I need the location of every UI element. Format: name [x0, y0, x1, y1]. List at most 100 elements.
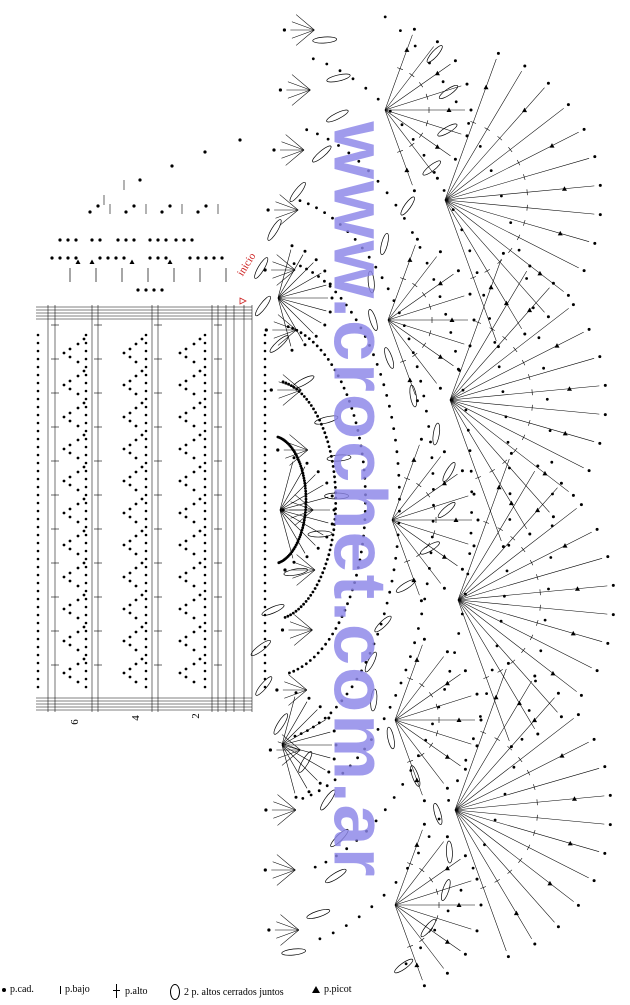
chain-stitch-dot — [178, 639, 182, 643]
chain-stitch-dot — [446, 909, 450, 913]
chain-stitch-dot — [203, 421, 207, 425]
chain-stitch-dot — [122, 351, 126, 355]
chain-stitch-dot — [422, 637, 426, 641]
chain-stitch-dot — [419, 946, 422, 950]
chain-stitch-dot — [84, 581, 88, 585]
cluster-mark — [422, 160, 442, 176]
chain-stitch-dot — [184, 603, 188, 607]
row-number-2: 2 — [189, 713, 202, 719]
chain-stitch-dot — [523, 332, 527, 336]
chain-stitch-dot — [332, 528, 336, 532]
cluster-mark — [386, 726, 395, 750]
chain-stitch-dot — [472, 544, 476, 548]
chain-stitch-dot — [76, 584, 80, 588]
chain-stitch-dot — [374, 819, 378, 823]
stitch-stroke — [526, 769, 531, 776]
chain-stitch-dot — [134, 392, 138, 396]
chain-stitch-dot — [398, 509, 401, 513]
stitch-stroke — [292, 561, 316, 571]
chain-stitch-dot — [84, 605, 88, 609]
chain-stitch-dot — [442, 586, 446, 590]
stitch-stroke — [480, 886, 487, 889]
chain-stitch-dot — [330, 522, 334, 526]
stitch-stroke — [470, 276, 477, 279]
chain-stitch-dot — [36, 501, 40, 505]
chain-stitch-dot — [264, 808, 268, 812]
chain-stitch-dot — [192, 680, 196, 684]
chain-stitch-dot — [501, 390, 505, 393]
picot-mark — [550, 670, 556, 676]
stitch-stroke — [290, 501, 314, 511]
stitch-stroke — [280, 929, 300, 946]
chain-stitch-dot — [140, 529, 144, 533]
chain-stitch-dot — [84, 621, 88, 625]
chain-stitch-dot — [415, 237, 419, 241]
chain-stitch-dot — [331, 465, 335, 468]
chain-stitch-dot — [144, 541, 148, 545]
chain-stitch-dot — [134, 406, 138, 410]
chain-stitch-dot — [348, 399, 351, 403]
chain-stitch-dot — [472, 492, 476, 496]
chain-stitch-dot — [203, 565, 207, 569]
chain-stitch-dot — [435, 176, 439, 180]
chain-stitch-dot — [82, 625, 86, 629]
stitch-stroke — [475, 321, 482, 324]
chain-stitch-dot — [128, 443, 132, 447]
picot-mark — [557, 230, 563, 236]
picot-mark — [407, 377, 413, 383]
chain-stitch-dot — [316, 470, 320, 474]
chain-stitch-dot — [134, 648, 138, 652]
chain-stitch-dot — [144, 288, 148, 292]
chain-stitch-dot — [304, 500, 308, 504]
stitch-stroke — [277, 284, 327, 299]
chain-stitch-dot — [277, 561, 281, 565]
chain-stitch-dot — [302, 476, 306, 480]
stitch-stroke — [523, 174, 526, 180]
chain-stitch-dot — [456, 367, 460, 371]
stitch-stroke — [287, 89, 311, 99]
chain-stitch-dot — [333, 480, 337, 484]
stitch-stroke — [444, 199, 545, 313]
picot-mark — [129, 259, 135, 264]
picot-mark — [508, 500, 514, 506]
cluster-mark — [326, 454, 352, 462]
chain-stitch-dot — [68, 347, 72, 351]
chain-stitch-dot — [122, 479, 126, 483]
chain-stitch-dot — [357, 159, 361, 163]
chain-stitch-dot — [303, 343, 307, 347]
chain-stitch-dot — [317, 789, 321, 793]
stitch-stroke — [276, 269, 296, 286]
picot-mark — [561, 186, 567, 191]
stitch-stroke — [444, 58, 497, 201]
chain-stitch-dot — [467, 122, 470, 125]
stitch-stroke — [454, 809, 555, 923]
chain-stitch-dot — [128, 547, 132, 551]
chain-stitch-dot — [319, 348, 323, 352]
picot-mark — [434, 70, 440, 76]
chain-stitch-dot — [36, 389, 40, 393]
chain-stitch-dot — [36, 669, 40, 673]
chain-stitch-dot — [547, 587, 550, 591]
chain-stitch-dot — [192, 598, 196, 602]
chain-stitch-dot — [415, 365, 419, 369]
chain-stitch-dot — [305, 555, 309, 559]
chain-stitch-dot — [178, 447, 182, 451]
stitch-stroke — [391, 444, 420, 521]
chain-stitch-dot — [203, 381, 207, 385]
stitch-stroke — [387, 295, 465, 321]
chain-stitch-dot — [587, 469, 591, 473]
stitch-stroke — [394, 904, 444, 969]
chain-stitch-dot — [281, 508, 285, 512]
chain-stitch-dot — [76, 616, 80, 620]
chain-stitch-dot — [84, 421, 88, 425]
chain-stitch-dot — [88, 210, 92, 214]
chain-stitch-dot — [611, 583, 615, 587]
cluster-mark — [307, 530, 333, 538]
chain-stitch-dot — [332, 729, 336, 733]
chain-stitch-dot — [192, 662, 196, 666]
chain-stitch-dot — [317, 579, 321, 583]
chain-stitch-dot — [144, 637, 148, 641]
chain-stitch-dot — [324, 860, 328, 864]
chain-stitch-dot — [134, 616, 138, 620]
chain-stitch-dot — [144, 373, 148, 377]
